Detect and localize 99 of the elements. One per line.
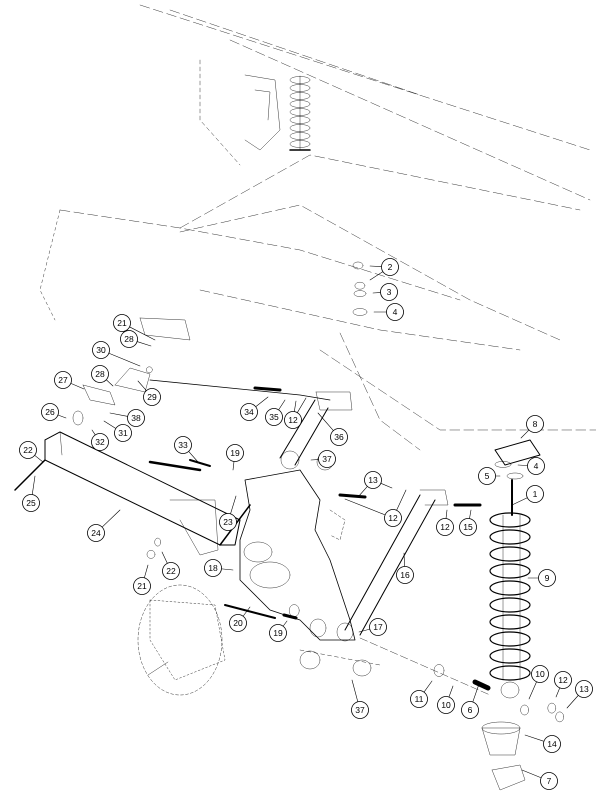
callout-number: 21	[133, 577, 151, 595]
callout-number: 30	[92, 341, 110, 359]
callout-number: 12	[554, 671, 572, 689]
leader-line	[104, 420, 116, 429]
leader-line	[162, 552, 168, 564]
leader-line	[358, 628, 370, 632]
leader-line	[396, 490, 406, 510]
leader-line	[232, 462, 234, 470]
callout-number: 1	[526, 485, 544, 503]
leader-line	[556, 688, 560, 698]
callout-number: 17	[369, 618, 387, 636]
leader-line	[318, 412, 334, 431]
callout-number: 37	[318, 450, 336, 468]
leader-line	[92, 430, 96, 435]
callout-number: 28	[91, 365, 109, 383]
callout-number: 3	[380, 283, 398, 301]
callout-number: 33	[174, 436, 192, 454]
callout-number: 19	[226, 444, 244, 462]
callout-number: 22	[162, 562, 180, 580]
callout-number: 37	[351, 701, 369, 719]
leader-line	[108, 353, 140, 366]
leader-line	[144, 564, 148, 578]
callout-number: 8	[526, 415, 544, 433]
leader-line	[34, 455, 44, 462]
callout-number: 31	[114, 424, 132, 442]
leader-line	[524, 734, 544, 742]
callout-number: 6	[461, 701, 479, 719]
leader-line	[472, 684, 480, 702]
callout-number: 2	[381, 258, 399, 276]
leader-line	[446, 510, 448, 518]
leader-line	[512, 498, 528, 506]
callout-number: 11	[410, 690, 428, 708]
callout-number: 9	[538, 569, 556, 587]
leader-line	[294, 400, 296, 412]
callout-number: 10	[531, 665, 549, 683]
leader-line	[352, 680, 358, 702]
leader-line	[137, 341, 152, 346]
callout-number: 35	[265, 408, 283, 426]
leader-line	[188, 451, 198, 462]
leader-line	[522, 770, 542, 778]
leader-line	[520, 430, 530, 438]
callout-number: 7	[540, 772, 558, 790]
callout-number: 5	[478, 467, 496, 485]
leader-line	[230, 496, 236, 514]
leader-line	[566, 695, 578, 708]
callout-number: 22	[19, 441, 37, 459]
leader-line	[380, 483, 392, 488]
callout-number: 36	[330, 428, 348, 446]
leader-line	[344, 498, 386, 516]
leader-line	[102, 510, 120, 528]
leader-line	[106, 380, 114, 386]
callout-number: 16	[396, 566, 414, 584]
callout-number: 23	[219, 513, 237, 531]
leader-line	[370, 272, 383, 280]
leader-line	[278, 400, 286, 410]
leader-line	[528, 682, 537, 700]
callout-number: 26	[41, 403, 59, 421]
leader-line	[310, 459, 318, 460]
callout-number: 25	[22, 494, 40, 512]
leader-line	[256, 396, 268, 407]
callout-number: 14	[543, 735, 561, 753]
callout-number: 12	[384, 509, 402, 527]
callout-number: 32	[91, 433, 109, 451]
leader-line	[372, 292, 380, 294]
callout-number: 38	[127, 409, 145, 427]
leader-line	[243, 606, 250, 616]
leader-line	[448, 686, 454, 697]
callout-number: 4	[386, 303, 404, 321]
leader-line	[297, 398, 306, 413]
callout-number: 27	[54, 371, 72, 389]
leader-line	[424, 680, 432, 692]
leader-line	[358, 486, 368, 498]
callout-number: 10	[437, 696, 455, 714]
leader-line	[32, 476, 36, 494]
callout-number: 4	[527, 457, 545, 475]
callout-number: 28	[120, 330, 138, 348]
leader-line	[222, 568, 234, 570]
callout-number: 20	[229, 614, 247, 632]
leader-line	[370, 266, 382, 267]
callout-number: 15	[459, 518, 477, 536]
callout-number: 13	[364, 471, 382, 489]
leader-line	[469, 510, 472, 519]
callout-number: 12	[284, 411, 302, 429]
leader-line	[70, 383, 84, 390]
callout-number: 13	[575, 680, 593, 698]
callout-number: 29	[143, 388, 161, 406]
leader-line	[58, 414, 66, 418]
leader-line	[404, 552, 405, 566]
leader-line	[130, 326, 156, 340]
leader-line	[283, 620, 288, 626]
callout-number: 34	[240, 403, 258, 421]
callout-number: 21	[113, 314, 131, 332]
callout-number: 18	[204, 559, 222, 577]
callout-number: 24	[87, 524, 105, 542]
leader-line	[138, 380, 146, 391]
leader-line	[518, 464, 528, 466]
callout-number: 12	[436, 518, 454, 536]
callout-number: 19	[269, 624, 287, 642]
leader-line	[110, 412, 128, 417]
